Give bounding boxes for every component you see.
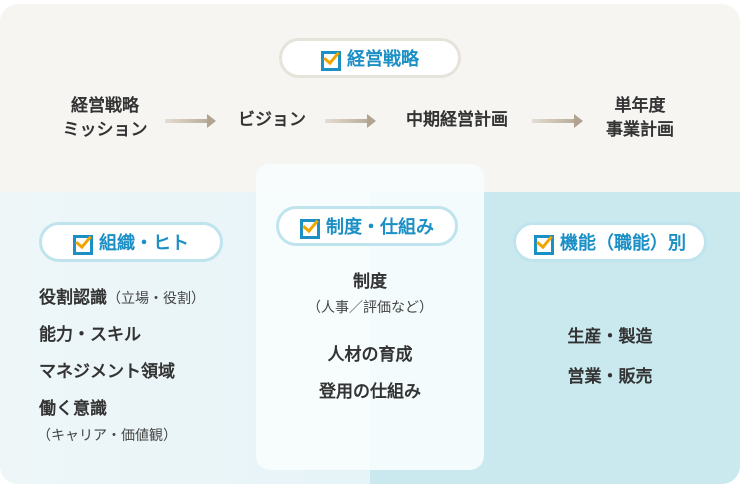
org-item: マネジメント領域 (39, 362, 175, 382)
system-badge: 制度・仕組み (276, 206, 458, 246)
checkbox-icon (300, 217, 320, 239)
flow-step-line: 単年度 (614, 96, 666, 116)
system-title: 制度・仕組み (326, 217, 434, 238)
flow-step-line: ミッション (62, 120, 148, 140)
org-item-sub: （キャリア・価値観） (37, 428, 177, 444)
function-title: 機能（職能）別 (560, 233, 686, 254)
system-item: 制度 (353, 272, 387, 292)
arrow-icon (165, 114, 216, 128)
flow-step-line: 事業計画 (606, 120, 674, 140)
flow-step-midterm-plan: 中期経営計画 (406, 110, 508, 130)
flow-step-annual-plan: 単年度 事業計画 (590, 94, 690, 142)
function-badge: 機能（職能）別 (513, 222, 707, 262)
flow-step-mission: 経営戦略 ミッション (50, 94, 160, 142)
checkbox-icon (321, 49, 341, 71)
flow-step-line: 経営戦略 (71, 96, 139, 116)
org-item: 働く意識 (39, 399, 107, 419)
system-item: 登用の仕組み (319, 382, 421, 402)
system-item: 人材の育成 (327, 345, 413, 365)
flow-step-vision: ビジョン (238, 110, 306, 130)
org-item: 役割認識（立場・役割） (39, 286, 205, 311)
organization-badge: 組織・ヒト (39, 222, 223, 262)
org-item: 能力・スキル (39, 325, 141, 345)
strategy-badge: 経営戦略 (279, 38, 461, 78)
org-item-main: 役割認識 (39, 288, 107, 308)
system-item-sub: （人事／評価など） (307, 300, 433, 316)
diagram-card: 経営戦略 経営戦略 ミッション ビジョン 中期経営計画 単年度 事業計画 組織・… (0, 4, 740, 484)
arrow-icon (532, 114, 583, 128)
function-item: 営業・販売 (567, 367, 653, 387)
function-item: 生産・製造 (567, 327, 653, 347)
checkbox-icon (73, 233, 93, 255)
org-item-sub: （立場・役割） (107, 291, 205, 307)
arrow-icon (325, 114, 376, 128)
checkbox-icon (534, 233, 554, 255)
strategy-title: 経営戦略 (347, 49, 419, 70)
organization-title: 組織・ヒト (99, 233, 189, 254)
